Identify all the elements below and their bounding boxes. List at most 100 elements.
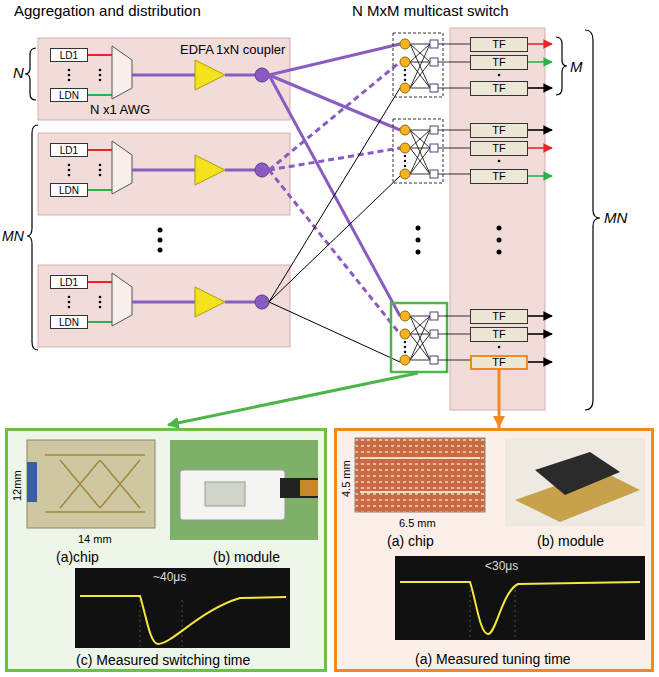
output-arrow [528, 315, 552, 317]
bracket [556, 37, 567, 95]
tunable-filter-box: TF [470, 309, 528, 324]
filter-label: TF [492, 310, 505, 322]
aggregation-unit [132, 301, 195, 304]
multicast-switch [410, 148, 430, 149]
tunable-filter-box: TF [470, 355, 528, 370]
aggregation-unit [68, 69, 71, 72]
multicast-switch [404, 165, 406, 167]
bracket [25, 48, 36, 100]
multicast-switch [410, 148, 430, 174]
multicast-switch [400, 355, 410, 365]
fiber-thin [269, 302, 400, 362]
aggregation-unit [99, 169, 102, 172]
switch-chip-photo [45, 455, 145, 512]
multicast-switch [498, 160, 501, 163]
multicast-switch [410, 62, 430, 88]
variable-label: MN [604, 209, 627, 226]
aggregation-unit [99, 296, 102, 299]
multicast-switch [410, 130, 430, 131]
aggregation-unit [38, 38, 290, 120]
fiber-solid [269, 75, 400, 130]
laser-diode-box: LDN [50, 88, 88, 102]
filter-module-photo [505, 438, 645, 526]
switch-module-photo [280, 478, 318, 498]
output-arrow [528, 129, 552, 131]
tunable-filter-box: TF [470, 169, 528, 184]
aggregation-unit [88, 321, 112, 323]
switch-module-photo [170, 440, 318, 540]
panel-caption: (a) Measured tuning time [415, 651, 571, 667]
aggregation-unit [38, 133, 290, 215]
multicast-switch [393, 119, 443, 183]
multicast-switch [404, 155, 406, 157]
ellipsis-dots [158, 238, 163, 243]
variable-label: N [13, 64, 24, 81]
aggregation-unit [195, 287, 225, 317]
ellipsis-dots [497, 250, 502, 255]
multicast-switch [410, 130, 470, 174]
laser-label: LDN [59, 317, 79, 328]
filter-label: TF [492, 328, 505, 340]
laser-diode-box: LDN [50, 315, 88, 329]
oscilloscope-trace [75, 568, 290, 648]
tunable-filter-box: TF [470, 55, 528, 70]
laser-label: LD1 [60, 145, 78, 156]
callout-arrow [168, 373, 418, 425]
laser-diode-box: LDN [50, 183, 88, 197]
multicast-switch [400, 57, 410, 67]
multicast-switch [410, 130, 430, 148]
multicast-switch [430, 144, 438, 152]
ellipsis-dots [158, 248, 163, 253]
oscilloscope-trace [395, 556, 645, 640]
multicast-switch [438, 316, 470, 317]
output-arrow [528, 43, 552, 45]
multicast-switch [410, 130, 430, 174]
multicast-switch [438, 334, 470, 335]
variable-label: M [570, 58, 583, 75]
aggregation-unit [225, 301, 255, 304]
multicast-switch [438, 360, 470, 361]
aggregation-unit [38, 38, 290, 120]
aggregation-unit [112, 141, 132, 194]
filter-label: TF [492, 124, 505, 136]
aggregation-unit [68, 306, 71, 309]
multicast-switch [400, 39, 410, 49]
aggregation-unit [88, 149, 112, 151]
aggregation-unit [255, 163, 269, 177]
ellipsis-dots [497, 226, 502, 255]
aggregation-unit [38, 133, 290, 215]
ellipsis-dots [158, 226, 421, 255]
multicast-switch [438, 174, 470, 175]
aggregation-unit [99, 164, 102, 167]
aggregation-unit [68, 169, 71, 172]
oscilloscope-trace [470, 590, 471, 638]
aggregation-unit [112, 46, 132, 99]
multicast-switch [430, 84, 438, 92]
aggregation-unit [99, 69, 102, 72]
fiber-dashed [269, 62, 400, 170]
aggregation-unit [88, 94, 112, 96]
bracket [27, 125, 38, 350]
multicast-switch [410, 44, 430, 45]
tunable-filter-box: TF [470, 141, 528, 156]
multicast-switch [400, 143, 410, 153]
multicast-switch [430, 330, 438, 338]
aggregation-unit [99, 74, 102, 77]
aggregation-unit [68, 164, 71, 167]
tunable-filter-box: TF [470, 123, 528, 138]
ellipsis-dots [416, 250, 421, 255]
multicast-switch [391, 303, 447, 372]
multicast-switch [410, 44, 470, 88]
multicast-switch [438, 148, 470, 149]
switch-module-photo [180, 470, 285, 520]
multicast-switch [400, 125, 410, 135]
multicast-switch [410, 360, 430, 361]
output-arrow [528, 87, 552, 89]
multicast-switch [404, 79, 406, 81]
multicast-switch [404, 69, 406, 71]
oscilloscope-trace [80, 596, 286, 644]
aggregation-unit [68, 301, 71, 304]
